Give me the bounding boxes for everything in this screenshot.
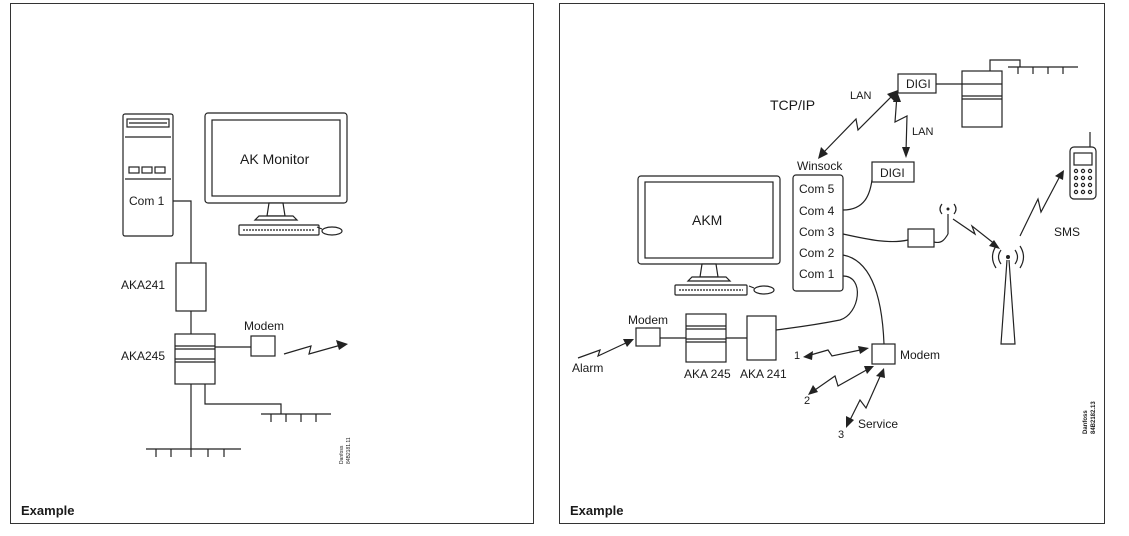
example-diagram-right: TCP/IP DIGI DIGI LAN LAN [559, 3, 1105, 524]
svg-text:Danfoss: Danfoss [1083, 410, 1089, 434]
service-zigzag-3 [847, 371, 883, 425]
arrow-icon [623, 339, 634, 347]
com-port-1: Com 1 [799, 267, 835, 281]
figure-code: Danfoss 84B2181.11 [339, 437, 352, 464]
lan-zigzag-2 [894, 94, 908, 153]
digi-top-label: DIGI [906, 77, 931, 91]
pc-tower [122, 113, 174, 237]
arrow-icon [893, 91, 901, 102]
modem-left-label: Modem [628, 313, 668, 327]
service-label: Service [858, 417, 898, 431]
remote-bus [989, 59, 1078, 74]
modem-right-box [871, 343, 896, 365]
arrow-icon [887, 90, 898, 101]
sms-signal-zigzag [1019, 175, 1061, 237]
signal-arrow-icon [336, 340, 348, 350]
arrow-icon [1055, 170, 1064, 180]
lan-label-2: LAN [912, 126, 933, 138]
com4-digi-cable [842, 179, 873, 211]
aka241-label: AKA241 [121, 278, 165, 292]
digi-mid-label: DIGI [880, 166, 905, 180]
akm-label: AKM [692, 212, 722, 228]
gsm-modem-box [907, 228, 935, 248]
service-num-2: 2 [804, 395, 810, 407]
aka241-label: AKA 241 [740, 367, 787, 381]
gsm-signal-zigzag [952, 218, 997, 246]
arrow-icon [858, 346, 869, 354]
aka245-label: AKA245 [121, 349, 165, 363]
arrow-icon [864, 366, 874, 374]
digi-top-box [897, 73, 937, 94]
com2-modem-cable [842, 254, 885, 345]
pc-port-label: Com 1 [129, 194, 165, 208]
svg-text:84B2181.11: 84B2181.11 [346, 437, 352, 464]
antenna-icon [939, 203, 957, 234]
com3-gsm-cable [842, 233, 909, 243]
right-diagram-canvas: TCP/IP DIGI DIGI LAN LAN [572, 59, 1097, 441]
tcpip-label: TCP/IP [770, 97, 815, 113]
mobile-phone-icon [1069, 132, 1097, 200]
aka241-box [746, 315, 777, 361]
aka245-box [174, 333, 216, 385]
com-port-4: Com 4 [799, 204, 835, 218]
svg-text:Danfoss: Danfoss [339, 445, 345, 464]
sms-label: SMS [1054, 225, 1080, 239]
service-zigzag-1 [806, 348, 866, 357]
modem-signal-zigzag [283, 344, 342, 355]
com-port-5: Com 5 [799, 182, 835, 196]
modem-left-box [635, 327, 661, 347]
alarm-label: Alarm [572, 361, 603, 375]
lan-zigzag-1 [821, 93, 895, 155]
com1-aka-cable [775, 275, 858, 331]
arrow-icon [846, 416, 854, 428]
tower-icon [991, 245, 1025, 345]
com-port-3: Com 3 [799, 225, 835, 239]
com-port-panel [792, 174, 844, 292]
sub-bus-link [204, 384, 282, 414]
modem-right-label: Modem [900, 348, 940, 362]
main-bus [146, 448, 241, 457]
service-num-3: 3 [838, 429, 844, 441]
monitor-label: AK Monitor [240, 151, 310, 167]
example-caption: Example [21, 503, 75, 518]
arrow-icon [803, 351, 813, 360]
aka245-box [685, 313, 727, 363]
left-diagram-canvas: Com 1 AK Monitor AKA241 AKA245 [121, 112, 352, 464]
digi-mid-box [871, 161, 915, 183]
alarm-zigzag [577, 341, 629, 359]
com1-cable [173, 200, 192, 263]
remote-controller [961, 70, 1003, 128]
akm-monitor [637, 175, 781, 296]
aka241-box [175, 262, 207, 312]
arrow-icon [808, 385, 818, 395]
lan-label-1: LAN [850, 90, 871, 102]
modem-label: Modem [244, 319, 284, 333]
monitor [204, 112, 348, 236]
figure-code: Danfoss 84B2182.13 [1083, 401, 1097, 434]
service-zigzag-2 [811, 367, 871, 393]
example-diagram-left: Com 1 AK Monitor AKA241 AKA245 [10, 3, 534, 524]
arrow-icon [876, 368, 885, 378]
service-num-1: 1 [794, 350, 800, 362]
aka245-label: AKA 245 [684, 367, 731, 381]
arrow-icon [902, 147, 910, 158]
sub-bus [261, 413, 331, 422]
arrow-icon [989, 240, 1000, 249]
winsock-label: Winsock [797, 159, 843, 173]
com-port-2: Com 2 [799, 246, 835, 260]
gsm-antenna-cable [933, 233, 949, 244]
arrow-icon [818, 147, 828, 159]
svg-text:84B2182.13: 84B2182.13 [1091, 401, 1097, 434]
modem-box [250, 335, 276, 357]
example-caption: Example [570, 503, 624, 518]
